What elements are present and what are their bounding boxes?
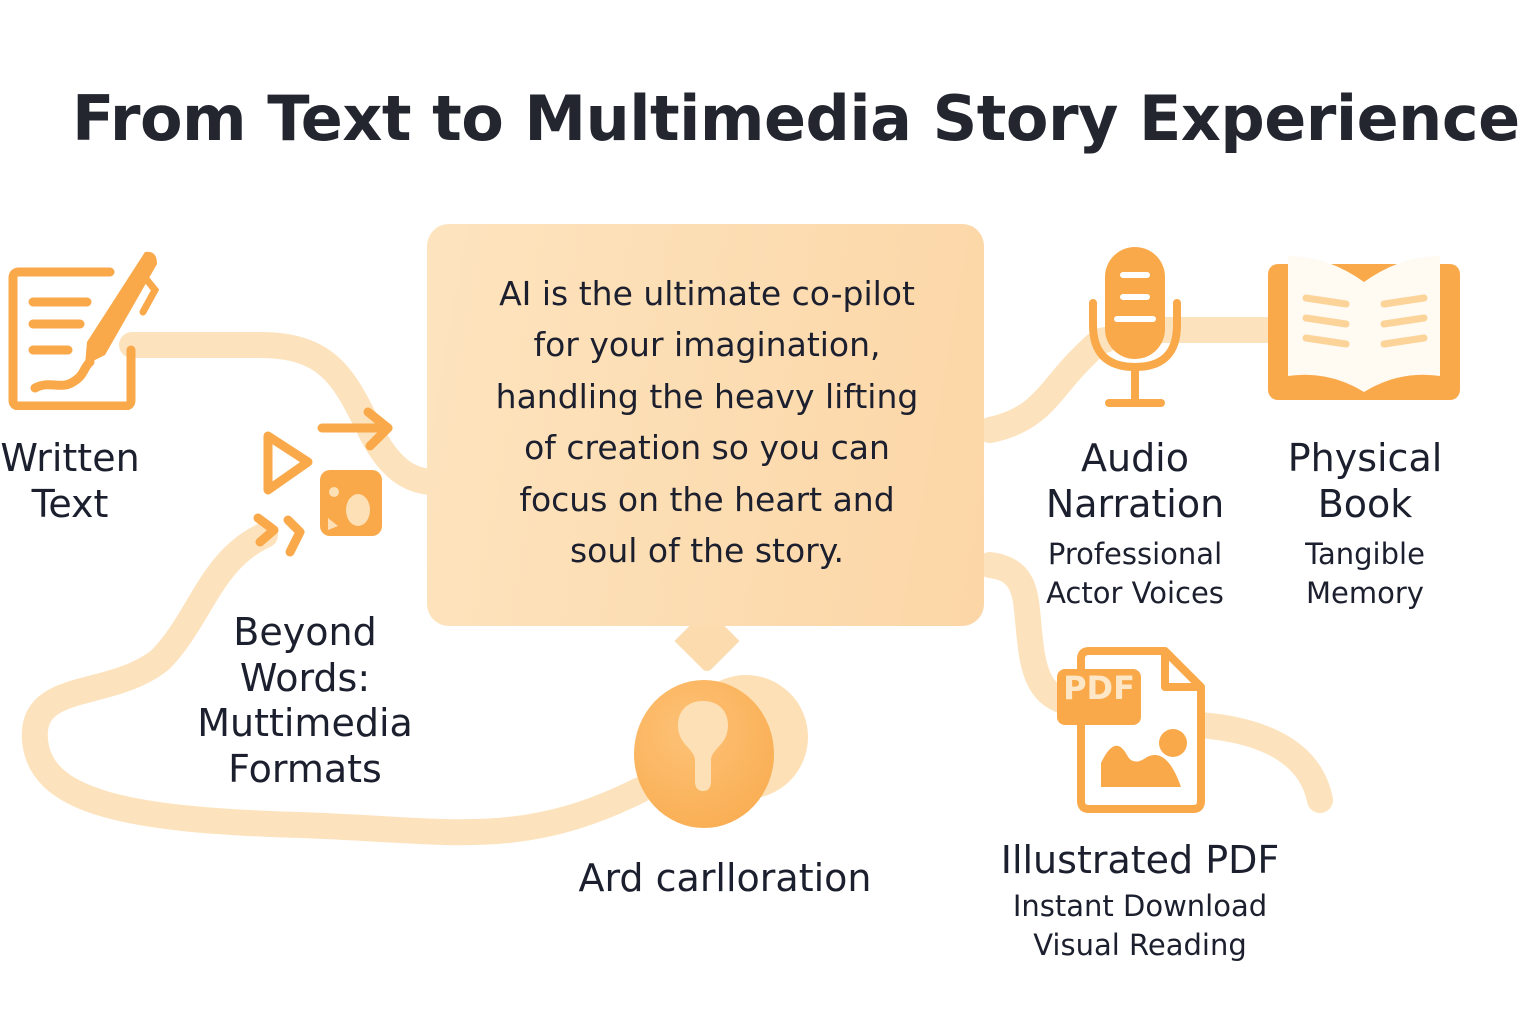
audio-narration-subtitle: Professional Actor Voices [1020,535,1250,613]
beyond-words-title-line: Words: [239,655,371,700]
audio-subtitle-line: Actor Voices [1046,576,1224,611]
pdf-subtitle-line: Visual Reading [1033,928,1247,963]
bubble-text-line: handling the heavy lifting [495,376,919,416]
document-pen-icon [8,251,160,410]
path-bubble-to-pdf [977,552,1093,718]
speech-bubble-text: AI is the ultimate co-pilot for your ima… [452,268,962,577]
written-text-title-line: Written [0,436,140,480]
microphone-icon [1089,247,1181,407]
page-title: From Text to Multimedia Story Experience [72,82,1520,155]
bubble-text-line: soul of the story. [569,531,845,571]
pdf-subtitle-line: Instant Download [1012,889,1268,923]
audio-title-line: Audio [1080,436,1189,480]
audio-narration-title: Audio Narration [1030,436,1240,527]
bubble-text-line: focus on the heart and [519,479,895,519]
path-loop-to-bulb [21,522,653,846]
path-pdf-tail [1187,712,1333,813]
book-title-line: Physical [1287,436,1443,480]
written-text-label: Written Text [0,436,140,527]
beyond-words-title-line: Formats [228,746,382,791]
audio-title-line: Narration [1045,481,1225,526]
beyond-words-label: Beyond Words: Muttimedia Formats [180,610,430,792]
book-title-line: Book [1317,481,1413,526]
written-text-title-line: Text [31,481,109,526]
bubble-text-line: AI is the ultimate co-pilot [499,274,915,313]
physical-book-title: Physical Book [1270,436,1460,527]
bubble-text-line: of creation so you can [524,428,890,468]
lightbulb-icon [678,701,728,791]
pdf-badge: PDF [1063,669,1135,707]
illustrated-pdf-subtitle: Instant Download Visual Reading [990,887,1290,965]
illustrated-pdf-title: Illustrated PDF [1000,838,1280,882]
speech-bubble [427,224,984,626]
collaboration-label: Ard carlloration [578,856,872,900]
multimedia-icon [253,407,393,557]
path-written-to-bubble [119,332,443,495]
open-book-icon [1268,256,1460,400]
physical-book-subtitle: Tangible Memory [1270,535,1460,613]
beyond-words-title-line: Beyond [233,610,377,654]
book-subtitle-line: Tangible [1305,537,1425,571]
book-subtitle-line: Memory [1306,576,1424,611]
audio-subtitle-line: Professional [1047,537,1223,571]
beyond-words-title-line: Muttimedia [197,701,413,746]
pdf-file-icon [1057,647,1205,813]
bubble-text-line: for your imagination, [533,325,881,365]
